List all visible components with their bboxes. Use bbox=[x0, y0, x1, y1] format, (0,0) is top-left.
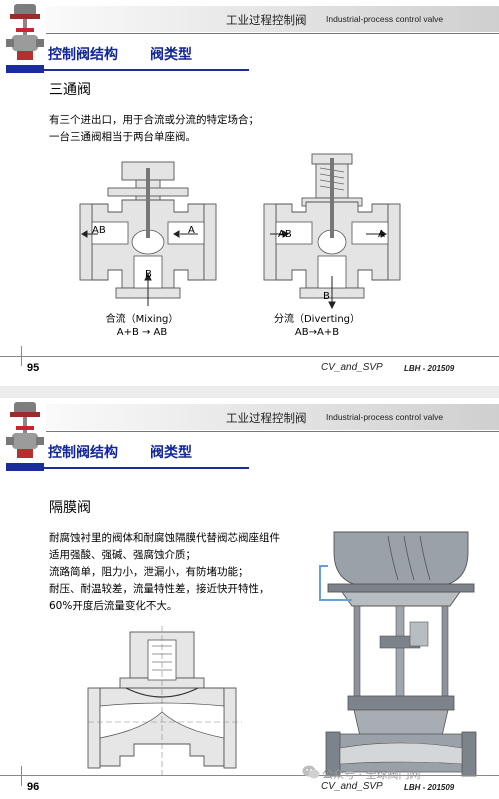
accent-underline bbox=[44, 69, 249, 71]
page-number: 95 bbox=[27, 362, 40, 374]
slide-subtitle: 三通阀 bbox=[49, 82, 91, 98]
header-divider bbox=[46, 431, 499, 432]
diaphragm-valve-actuator-drawing bbox=[319, 531, 477, 777]
header-title-en: Industrial-process control valve bbox=[326, 14, 444, 24]
watermark-text: 公众号 · 全球阀门网 bbox=[322, 768, 421, 781]
footer-code: CV_and_SVP bbox=[321, 781, 383, 792]
body-line: 60%开度后流量变化不大。 bbox=[49, 600, 178, 612]
diverting-caption-line1: 分流（Diverting） bbox=[273, 314, 361, 325]
body-line: 耐腐蚀衬里的阀体和耐腐蚀隔膜代替阀芯阀座组件 bbox=[49, 532, 280, 544]
section-type: 阀类型 bbox=[150, 445, 192, 461]
header-divider bbox=[46, 33, 499, 34]
slide-subtitle: 隔膜阀 bbox=[49, 500, 91, 516]
body-line: 适用强酸、强碱、强腐蚀介质； bbox=[49, 549, 196, 561]
diaphragm-valve-section-drawing bbox=[87, 626, 242, 776]
accent-block bbox=[6, 65, 44, 73]
diverting-label-right: A bbox=[378, 229, 385, 240]
mixing-valve-drawing bbox=[79, 161, 217, 306]
header-bar bbox=[46, 6, 499, 32]
section-title: 控制阀结构 bbox=[48, 445, 118, 461]
footer-code: CV_and_SVP bbox=[321, 362, 383, 373]
accent-block bbox=[6, 463, 44, 471]
diverting-label-left: AB bbox=[278, 229, 292, 240]
mixing-label-right: A bbox=[188, 225, 195, 236]
mixing-caption-line1: 合流（Mixing） bbox=[105, 314, 179, 325]
body-paragraph: 有三个进出口，用于合流或分流的特定场合； 一台三通阀相当于两台单座阀。 bbox=[49, 112, 259, 146]
mixing-caption-line2: A+B → AB bbox=[116, 327, 168, 338]
diverting-label-bottom: B bbox=[323, 291, 330, 302]
page-number: 96 bbox=[27, 781, 40, 793]
valve-logo-icon bbox=[6, 402, 44, 458]
valve-logo-icon bbox=[6, 4, 44, 60]
footer-divider bbox=[0, 775, 499, 776]
header-title-cn: 工业过程控制阀 bbox=[226, 411, 307, 425]
body-paragraph: 耐腐蚀衬里的阀体和耐腐蚀隔膜代替阀芯阀座组件 适用强酸、强碱、强腐蚀介质； 流路… bbox=[49, 530, 280, 615]
header-title-en: Industrial-process control valve bbox=[326, 412, 444, 422]
diverting-caption: 分流（Diverting） AB→A+B bbox=[262, 313, 372, 339]
slide-96: 工业过程控制阀 Industrial-process control valve… bbox=[0, 398, 499, 799]
diverting-valve-drawing bbox=[263, 153, 401, 310]
diverting-caption-line2: AB→A+B bbox=[294, 327, 340, 338]
slide-95: 工业过程控制阀 Industrial-process control valve… bbox=[0, 0, 499, 386]
mixing-caption: 合流（Mixing） A+B → AB bbox=[92, 313, 192, 339]
body-line: 一台三通阀相当于两台单座阀。 bbox=[49, 131, 196, 143]
footer-id: LBH - 201509 bbox=[404, 364, 455, 373]
footer-id: LBH - 201509 bbox=[404, 783, 455, 792]
section-type: 阀类型 bbox=[150, 47, 192, 63]
slide-separator bbox=[0, 386, 499, 398]
mixing-label-bottom: B bbox=[145, 269, 152, 280]
footer-tick bbox=[21, 766, 22, 786]
body-line: 流路简单，阻力小，泄漏小，有防堵功能； bbox=[49, 566, 249, 578]
accent-underline bbox=[44, 467, 249, 469]
section-title: 控制阀结构 bbox=[48, 47, 118, 63]
footer-divider bbox=[0, 356, 499, 357]
wechat-icon bbox=[302, 765, 320, 779]
body-line: 耐压、耐温较差，流量特性差，接近快开特性， bbox=[49, 583, 270, 595]
header-bar bbox=[46, 404, 499, 430]
header-title-cn: 工业过程控制阀 bbox=[226, 13, 307, 27]
footer-tick bbox=[21, 346, 22, 366]
body-line: 有三个进出口，用于合流或分流的特定场合； bbox=[49, 114, 259, 126]
mixing-label-left: AB bbox=[92, 225, 106, 236]
